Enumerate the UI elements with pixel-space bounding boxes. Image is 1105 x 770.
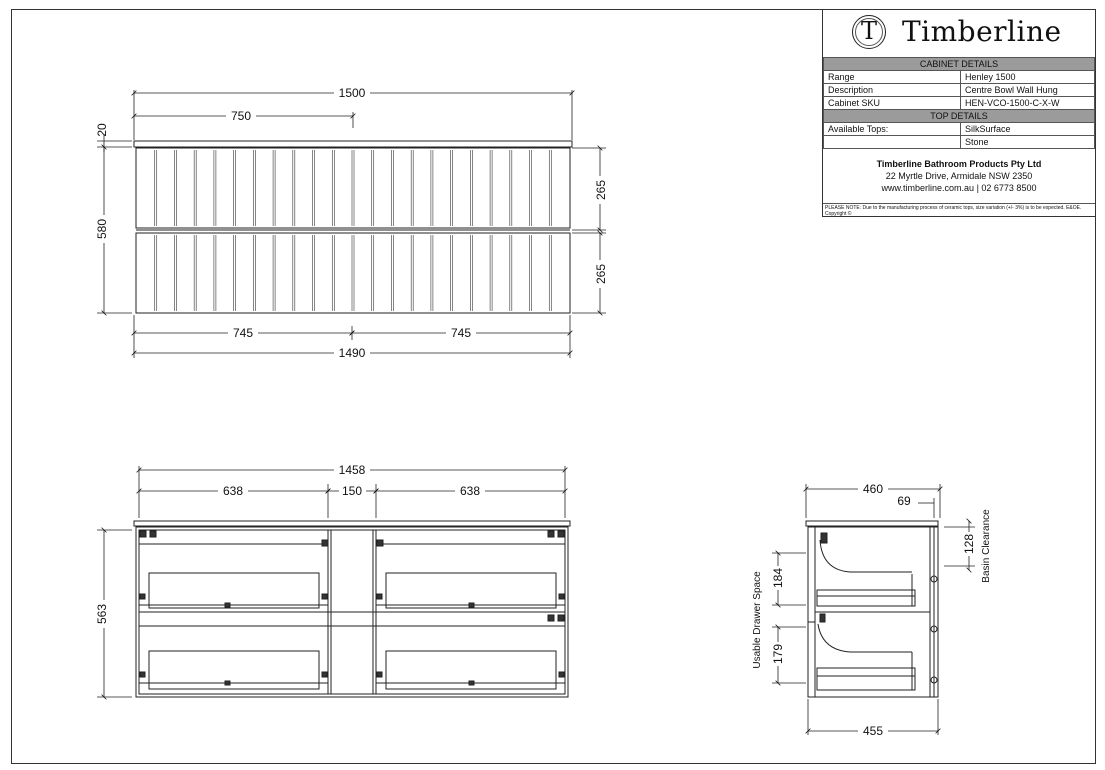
dim-right-drawer: 638	[460, 484, 480, 498]
front-fluting	[154, 150, 552, 311]
internal-dimension-labels: 1458 638 150 638 563	[95, 463, 485, 628]
spec-row: Description Centre Bowl Wall Hung	[823, 83, 1095, 97]
internal-view	[133, 520, 571, 698]
spec-row: Available Tops: SilkSurface	[823, 122, 1095, 136]
usable-drawer-space-label: Usable Drawer Space	[752, 571, 763, 669]
dim-drawer-upper: 265	[594, 180, 608, 200]
dim-basin-clearance: 128	[962, 534, 976, 554]
spec-row: Cabinet SKU HEN-VCO-1500-C-X-W	[823, 96, 1095, 110]
dim-upper-drawer-space: 184	[771, 568, 785, 588]
top-details-header: TOP DETAILS	[823, 109, 1095, 123]
dim-centre-gap: 150	[342, 484, 362, 498]
cabinet-details-header: CABINET DETAILS	[823, 57, 1095, 71]
spec-row: Stone	[823, 135, 1095, 149]
front-view	[133, 140, 573, 314]
dim-top-thickness: 20	[95, 123, 109, 137]
side-view	[805, 520, 939, 698]
dim-depth: 460	[863, 482, 883, 496]
spec-key: Cabinet SKU	[823, 96, 961, 110]
front-drawer-upper	[135, 147, 571, 229]
company-address: 22 Myrtle Drive, Armidale NSW 2350	[885, 171, 1033, 181]
dim-overall-height: 580	[95, 219, 109, 239]
front-drawer-lower	[135, 232, 571, 314]
spec-key: Description	[823, 83, 961, 97]
spec-key: Available Tops:	[823, 122, 961, 136]
drawing-frame	[11, 9, 1096, 764]
spec-value: HEN-VCO-1500-C-X-W	[960, 96, 1095, 110]
basin-clearance-label: Basin Clearance	[981, 509, 992, 583]
front-dimension-labels: 1500 750 20 580 265 265 745 745 1490	[95, 86, 608, 360]
side-dimensions	[772, 484, 975, 735]
side-dimension-labels: 460 69 128 Basin Clearance 184 179 Usabl…	[752, 482, 992, 738]
specs-table: CABINET DETAILS Range Henley 1500 Descri…	[823, 57, 1095, 149]
spec-value: Centre Bowl Wall Hung	[960, 83, 1095, 97]
dim-drawer-lower: 265	[594, 264, 608, 284]
logo-wordmark: Timberline	[902, 15, 1062, 48]
dim-internal-width: 1458	[339, 463, 366, 477]
spec-key: Range	[823, 70, 961, 84]
company-contact: www.timberline.com.au | 02 6773 8500	[881, 183, 1037, 193]
spec-value: SilkSurface	[960, 122, 1095, 136]
spec-value: Stone	[960, 135, 1095, 149]
front-benchtop	[133, 140, 573, 148]
spec-key	[823, 135, 961, 149]
dim-bottom-right: 745	[451, 326, 471, 340]
dim-bottom-left: 745	[233, 326, 253, 340]
company-name: Timberline Bathroom Products Pty Ltd	[876, 159, 1042, 169]
logo-emblem: T	[852, 15, 886, 49]
dim-overall-width: 1500	[339, 86, 366, 100]
dim-cabinet-width: 1490	[339, 346, 366, 360]
dim-lower-drawer-space: 179	[771, 644, 785, 664]
dim-internal-height: 563	[95, 604, 109, 624]
dim-base-depth: 455	[863, 724, 883, 738]
dim-half-width: 750	[231, 109, 251, 123]
company-info: Timberline Bathroom Products Pty Ltd 22 …	[823, 158, 1095, 194]
spec-row: Range Henley 1500	[823, 70, 1095, 84]
dim-left-drawer: 638	[223, 484, 243, 498]
title-block: T Timberline CABINET DETAILS Range Henle…	[822, 9, 1096, 217]
dim-offset: 69	[897, 494, 911, 508]
disclaimer-note: PLEASE NOTE: Due to the manufacturing pr…	[823, 203, 1095, 218]
spec-value: Henley 1500	[960, 70, 1095, 84]
brand-logo: T Timberline	[823, 10, 1095, 57]
